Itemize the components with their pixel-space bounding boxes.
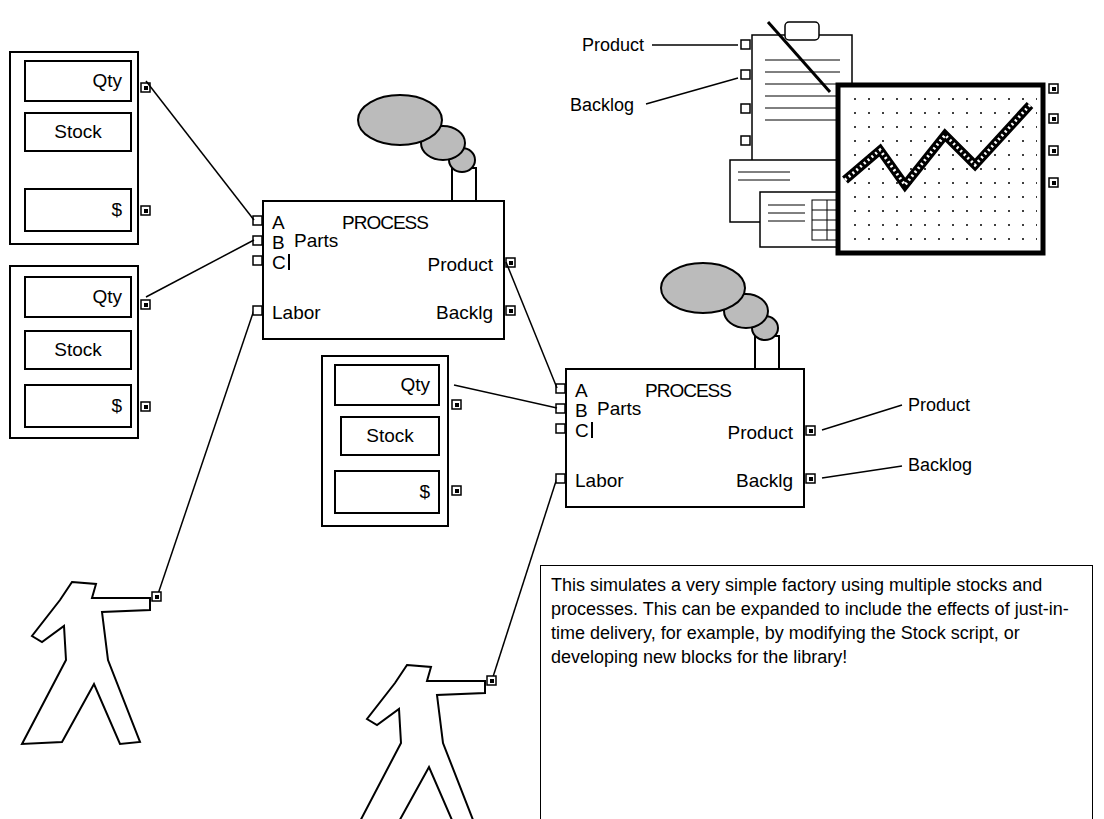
port-label: Parts (294, 231, 338, 250)
node-text: Stock (366, 425, 414, 447)
process-box: A PROCESS B PartsC ProductLabor Backlg (262, 200, 505, 340)
port-label: B (272, 233, 285, 252)
port-label: Product (728, 423, 793, 442)
connector (146, 240, 254, 297)
qty-field: Qty (24, 60, 132, 102)
port-label: C (272, 253, 286, 272)
port-label: Labor (575, 471, 624, 490)
qty-field: Qty (24, 276, 132, 318)
cost-field: $ (24, 188, 132, 232)
node-text: $ (111, 395, 122, 417)
stock-frame (10, 52, 138, 244)
port-label: A (272, 213, 285, 232)
worker-figure (357, 665, 485, 819)
port-callout: Product (582, 36, 644, 54)
node-text: Qty (400, 374, 430, 396)
note-box: This simulates a very simple factory usi… (540, 565, 1093, 819)
process-box: A PROCESS B PartsC ProductLabor Backlg (565, 368, 805, 508)
stock-frame (10, 266, 138, 438)
report-icon (730, 22, 1043, 253)
chimney (358, 95, 476, 201)
port-label: Parts (597, 399, 641, 418)
stock-frame (322, 356, 448, 526)
node-text: Qty (92, 286, 122, 308)
port-callout: Backlog (908, 456, 972, 474)
node-text: Qty (92, 70, 122, 92)
connector (146, 81, 254, 220)
worker-figure (22, 582, 150, 744)
stock-field: Stock (340, 416, 440, 456)
port-label: A (575, 381, 588, 400)
connector (506, 262, 557, 388)
port-label: Backlg (736, 471, 793, 490)
cursor-mark (591, 422, 593, 438)
node-text: $ (111, 199, 122, 221)
stock-field: Stock (24, 112, 132, 152)
stock-field: Stock (24, 330, 132, 370)
node-text: This simulates a very simple factory usi… (551, 575, 1069, 667)
process-title: PROCESS (342, 213, 428, 232)
connector (454, 385, 557, 408)
cost-field: $ (334, 470, 440, 514)
process-title: PROCESS (645, 381, 731, 400)
port-callout: Backlog (570, 96, 634, 114)
node-text: Stock (54, 121, 102, 143)
cursor-mark (288, 254, 290, 270)
chimney (661, 263, 779, 369)
port-label: Labor (272, 303, 321, 322)
port-callout: Product (908, 396, 970, 414)
port-label: Product (428, 255, 493, 274)
port-label: Backlg (436, 303, 493, 322)
qty-field: Qty (334, 364, 440, 406)
port-label: B (575, 401, 588, 420)
node-text: Stock (54, 339, 102, 361)
cost-field: $ (24, 384, 132, 428)
port-label: C (575, 421, 589, 440)
node-text: $ (419, 481, 430, 503)
